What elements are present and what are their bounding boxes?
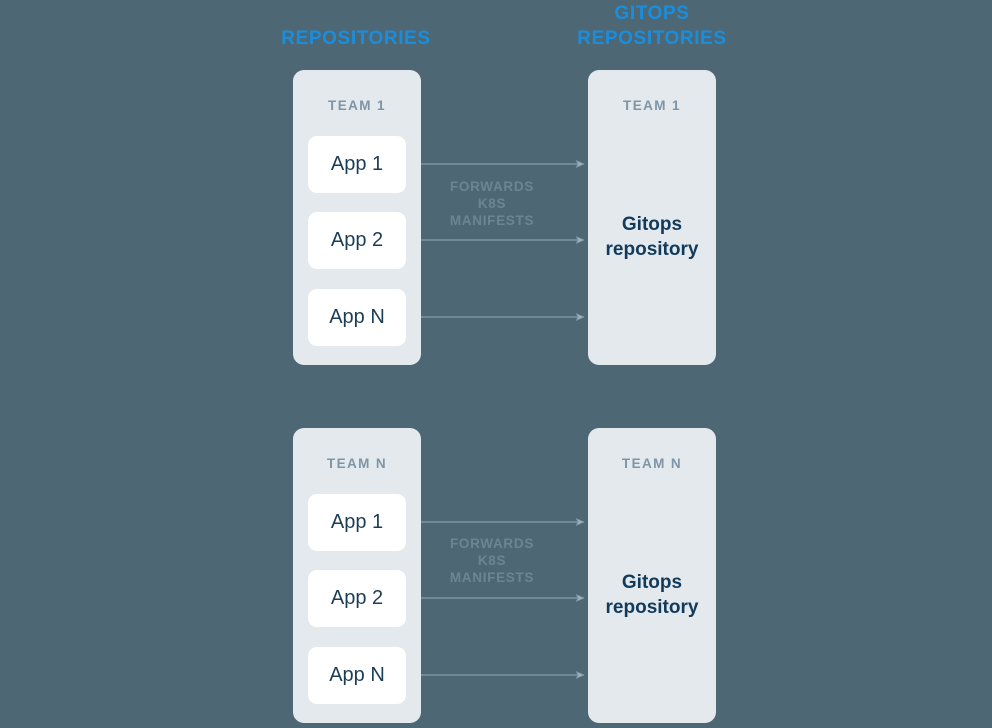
gitops-panel-title: TEAM N bbox=[621, 456, 683, 471]
repositories-panel-title: TEAM 1 bbox=[328, 98, 386, 113]
app-box-teamn-appn[interactable]: App N bbox=[308, 647, 406, 704]
gitops-panel-team-n: TEAM N Gitops repository bbox=[588, 428, 716, 723]
app-box-team1-app1[interactable]: App 1 bbox=[308, 136, 406, 193]
app-box-team1-app2[interactable]: App 2 bbox=[308, 212, 406, 269]
app-box-teamn-app2[interactable]: App 2 bbox=[308, 570, 406, 627]
gitops-repository-label: Gitops repository bbox=[605, 214, 699, 260]
gitops-repository-label: Gitops repository bbox=[605, 572, 699, 618]
gitops-panel-team-1: TEAM 1 Gitops repository bbox=[588, 70, 716, 365]
app-box-team1-appn[interactable]: App N bbox=[308, 289, 406, 346]
flow-label-team-1: FORWARDS K8S MANIFESTS bbox=[449, 179, 535, 228]
flow-label-team-n: FORWARDS K8S MANIFESTS bbox=[449, 536, 535, 585]
column-header-gitops-repositories: GITOPS REPOSITORIES bbox=[577, 3, 727, 49]
app-box-teamn-app1[interactable]: App 1 bbox=[308, 494, 406, 551]
repositories-panel-team-n: TEAM N App 1 App 2 App N bbox=[293, 428, 421, 723]
column-header-repositories: REPOSITORIES bbox=[281, 28, 431, 49]
repositories-panel-title: TEAM N bbox=[326, 456, 388, 471]
repositories-panel-team-1: TEAM 1 App 1 App 2 App N bbox=[293, 70, 421, 365]
gitops-panel-title: TEAM 1 bbox=[623, 98, 681, 113]
